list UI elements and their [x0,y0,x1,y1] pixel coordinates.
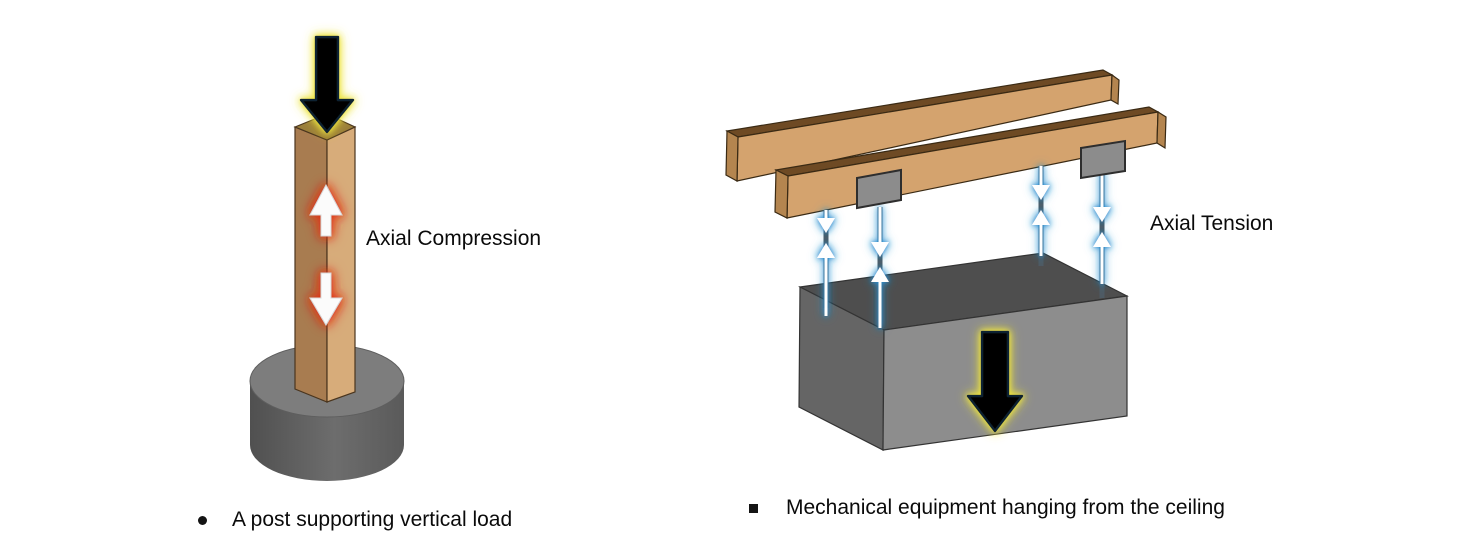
joist-end-face [774,169,789,219]
compression-caption: A post supporting vertical load [198,508,512,532]
ceiling-joist-back [725,69,1120,182]
weight-arrow-icon [966,330,1024,433]
post-left-face [294,126,328,403]
equipment-box [798,252,1129,451]
hanger-rod [871,207,889,330]
tension-arrows-icon [871,207,889,328]
internal-force-down-arrow-icon [309,272,343,326]
compression-label: Axial Compression [366,227,542,250]
joist-end-face [725,130,739,182]
hanger-rod [1032,166,1050,266]
hanger-rod [1093,173,1111,298]
hanger-rod [817,210,835,316]
tension-label: Axial Tension [1150,212,1274,235]
post-right-face [326,126,356,403]
square-bullet-icon [749,503,758,513]
tension-arrows-icon [1093,173,1111,284]
tension-arrows-icon [1032,166,1050,256]
tension-caption: Mechanical equipment hanging from the ce… [749,496,1225,520]
tension-caption-text: Mechanical equipment hanging from the ce… [786,496,1225,519]
applied-load-arrow-icon [299,35,355,134]
wood-post [293,113,357,403]
compression-caption-text: A post supporting vertical load [232,508,513,531]
disc-bullet-icon [198,515,207,525]
mounting-bracket [1080,139,1126,180]
tension-figure [725,69,1167,451]
internal-force-up-arrow-icon [309,183,343,237]
compression-figure [249,35,405,481]
mounting-bracket [856,168,902,210]
tension-arrows-icon [817,210,835,316]
joist-end-face [1156,110,1167,150]
joist-end-face [1110,73,1120,106]
